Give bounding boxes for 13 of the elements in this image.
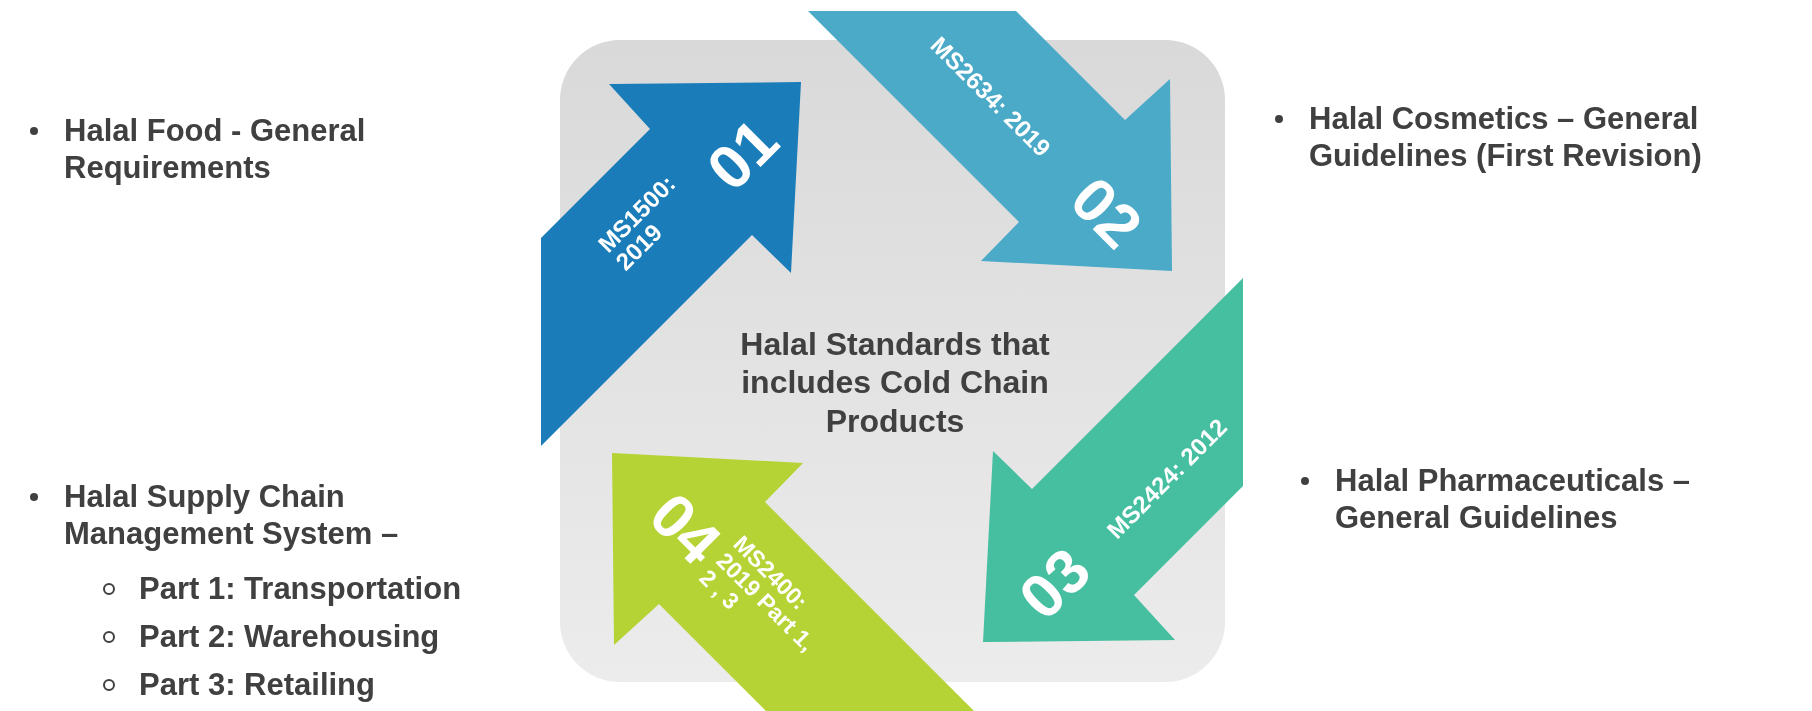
standard-description: Halal Supply Chain Management System – bbox=[64, 478, 400, 553]
step-number: 02 bbox=[1058, 164, 1154, 260]
standard-description: Halal Cosmetics – General Guidelines (First Revision) bbox=[1309, 100, 1703, 175]
step-number: 03 bbox=[1006, 535, 1102, 631]
step-number: 01 bbox=[694, 106, 790, 202]
standard-description: Halal Pharmaceuticals – General Guidelines bbox=[1335, 462, 1691, 537]
panel-title: Halal Standards that includes Cold Chain Products bbox=[739, 325, 1051, 441]
standard-description: Part 2: Warehousing bbox=[139, 618, 441, 656]
arrow-shape bbox=[612, 453, 976, 711]
standard-description: Part 1: Transportation bbox=[139, 570, 463, 608]
arrow-shape bbox=[808, 11, 1172, 271]
standard-description: Part 3: Retailing bbox=[139, 666, 376, 704]
standard-description: Halal Food - General Requirements bbox=[64, 112, 367, 187]
